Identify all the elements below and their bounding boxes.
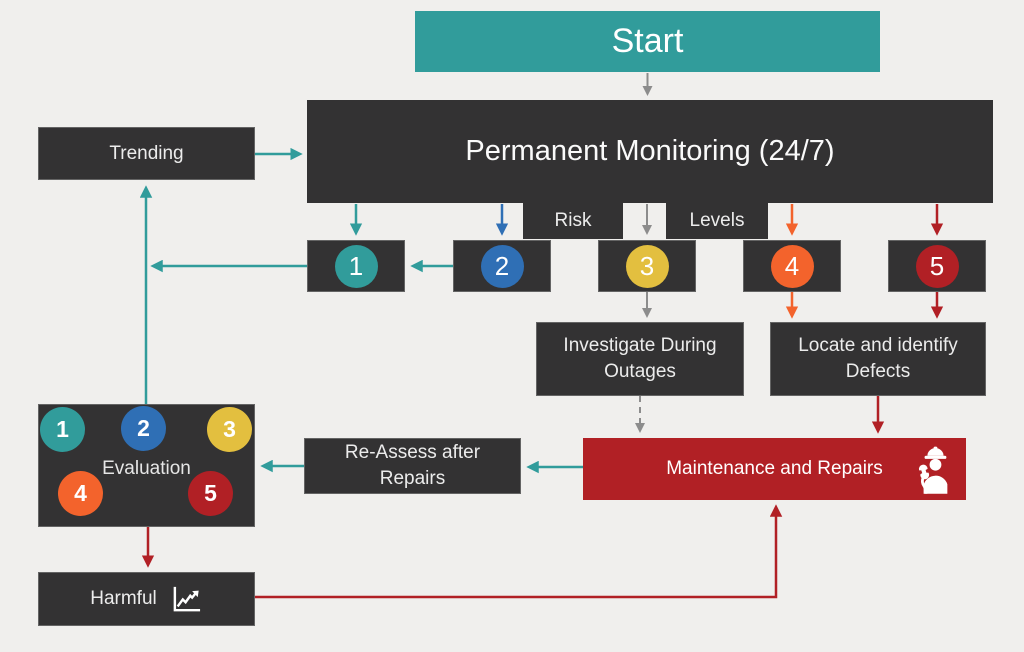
reassess-after-repairs-node: Re-Assess after Repairs bbox=[304, 438, 521, 494]
trend-chart-icon bbox=[171, 585, 203, 613]
risk-level-5-circle: 5 bbox=[915, 244, 959, 288]
locate-and-identify-defects-label: Locate and identify Defects bbox=[798, 335, 958, 382]
levels-tab: Levels bbox=[666, 203, 768, 239]
trending-label: Trending bbox=[109, 142, 184, 164]
maintenance-and-repairs-node: Maintenance and Repairs bbox=[583, 438, 966, 500]
risk-level-1-node: 1 bbox=[307, 240, 405, 292]
evaluation-badge-3-number: 3 bbox=[223, 416, 236, 442]
evaluation-badge-1-number: 1 bbox=[56, 416, 69, 442]
risk-level-1-number: 1 bbox=[348, 250, 364, 281]
evaluation-badge-5-number: 5 bbox=[204, 480, 217, 506]
risk-level-4-circle: 4 bbox=[770, 244, 814, 288]
start-label: Start bbox=[611, 22, 684, 60]
evaluation-badge-4-number: 4 bbox=[74, 480, 87, 506]
arrow-harmful-to-maintenance bbox=[255, 504, 783, 599]
evaluation-badge-5: 5 bbox=[188, 471, 233, 516]
risk-tab: Risk bbox=[523, 203, 623, 239]
evaluation-badge-4: 4 bbox=[58, 471, 103, 516]
investigate-during-outages-node: Investigate During Outages bbox=[536, 322, 744, 396]
evaluation-node: 1 2 3 4 5 Evaluation bbox=[38, 404, 255, 527]
risk-level-4-number: 4 bbox=[784, 250, 800, 281]
risk-level-4-node: 4 bbox=[743, 240, 841, 292]
trending-node: Trending bbox=[38, 127, 255, 180]
evaluation-badge-1: 1 bbox=[40, 407, 85, 452]
investigate-during-outages-label: Investigate During Outages bbox=[563, 335, 717, 382]
risk-level-5-number: 5 bbox=[929, 250, 945, 281]
risk-level-2-node: 2 bbox=[453, 240, 551, 292]
evaluation-badge-2: 2 bbox=[121, 406, 166, 451]
harmful-label: Harmful bbox=[90, 588, 157, 609]
risk-level-3-node: 3 bbox=[598, 240, 696, 292]
locate-and-identify-defects-node: Locate and identify Defects bbox=[770, 322, 986, 396]
levels-label: Levels bbox=[689, 210, 745, 231]
evaluation-badge-3: 3 bbox=[207, 407, 252, 452]
worker-with-wrench-icon bbox=[916, 444, 954, 500]
risk-level-3-circle: 3 bbox=[625, 244, 669, 288]
permanent-monitoring-node: Permanent Monitoring (24/7) bbox=[307, 100, 993, 203]
risk-level-5-node: 5 bbox=[888, 240, 986, 292]
risk-level-2-circle: 2 bbox=[480, 244, 524, 288]
risk-label: Risk bbox=[554, 210, 592, 231]
reassess-after-repairs-label: Re-Assess after Repairs bbox=[344, 442, 481, 489]
risk-level-2-number: 2 bbox=[494, 250, 510, 281]
harmful-node: Harmful bbox=[38, 572, 255, 626]
evaluation-badge-2-number: 2 bbox=[137, 415, 150, 441]
maintenance-and-repairs-label: Maintenance and Repairs bbox=[666, 458, 883, 479]
permanent-monitoring-label: Permanent Monitoring (24/7) bbox=[465, 135, 835, 167]
evaluation-label: Evaluation bbox=[102, 458, 191, 479]
risk-level-3-number: 3 bbox=[639, 250, 655, 281]
risk-level-1-circle: 1 bbox=[334, 244, 378, 288]
start-node: Start bbox=[415, 11, 880, 72]
